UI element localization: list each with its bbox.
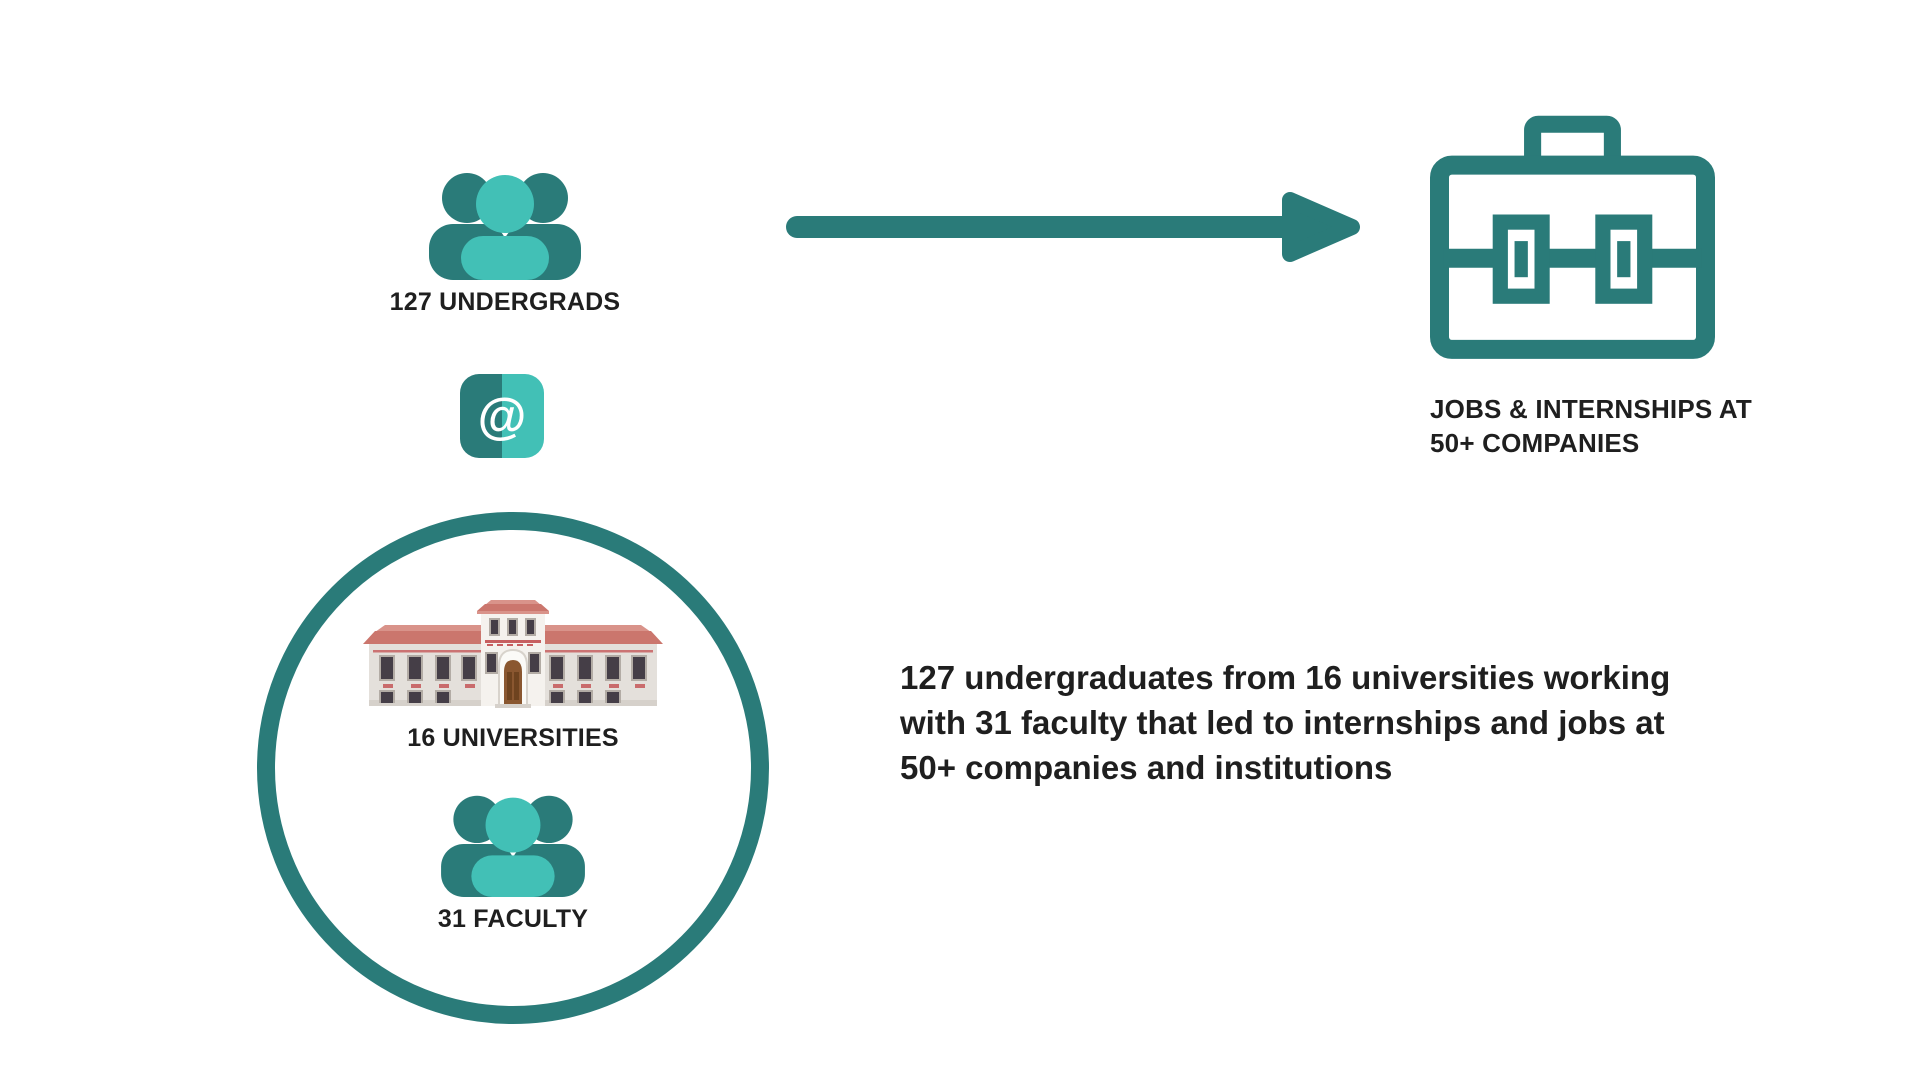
at-symbol-glyph: @ <box>478 388 527 444</box>
university-building-icon <box>363 600 663 708</box>
faculty-label: 31 FACULTY <box>437 905 589 933</box>
people-group-icon <box>429 173 581 280</box>
summary-line1: 127 undergraduates from 16 universities … <box>900 659 1671 696</box>
right-arrow-icon <box>786 192 1360 262</box>
universities-label: 16 UNIVERSITIES <box>407 724 619 752</box>
jobs-label: JOBS & INTERNSHIPS AT 50+ COMPANIES <box>1430 392 1752 460</box>
universities-circle: 16 UNIVERSITIES 31 FACULTY <box>257 512 769 1024</box>
summary-line3: 50+ companies and institutions <box>900 749 1393 786</box>
summary-line2: with 31 faculty that led to internships … <box>900 704 1665 741</box>
jobs-label-line1: JOBS & INTERNSHIPS AT <box>1430 394 1753 424</box>
briefcase-icon <box>1430 115 1715 359</box>
undergrads-label: 127 UNDERGRADS <box>389 288 621 316</box>
jobs-label-line2: 50+ COMPANIES <box>1430 428 1640 458</box>
undergrads-group: 127 UNDERGRADS <box>385 168 625 317</box>
at-symbol-icon: @ <box>460 374 544 458</box>
summary-text: 127 undergraduates from 16 universities … <box>900 655 1740 790</box>
at-badge: @ <box>460 374 544 458</box>
people-group-icon <box>441 795 585 897</box>
